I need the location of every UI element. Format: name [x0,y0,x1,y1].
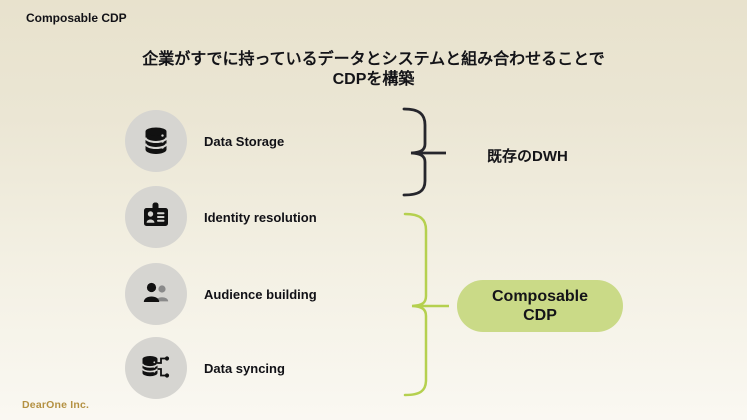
list-item-label: Audience building [204,286,317,302]
list-item-audience-building: Audience building [125,263,317,325]
list-item-data-syncing: Data syncing [125,337,285,399]
page-title: Composable CDP [26,11,127,25]
database-icon [144,127,168,154]
list-item-identity-resolution: Identity resolution [125,186,317,248]
list-item-data-storage: Data Storage [125,110,284,172]
list-item-label: Data syncing [204,360,285,376]
people-icon [143,282,169,302]
existing-dwh-label: 既存のDWH [487,148,568,165]
id-card-icon [144,202,168,226]
heading-line-2: CDPを構築 [332,71,415,88]
people-icon-circle [125,263,187,325]
pill-label-line-1: Composable [491,288,588,305]
data-sync-icon [141,356,170,378]
green-brace [403,212,449,397]
database-icon-circle [125,110,187,172]
list-item-label: Data Storage [204,133,285,149]
list-item-label: Identity resolution [204,209,317,225]
id-card-icon-circle [125,186,187,248]
heading-line-1: 企業がすでに持っているデータとシステムと組み合わせることで [142,51,605,68]
composable-cdp-pill: Composable CDP [457,280,623,332]
data-sync-icon-circle [125,337,187,399]
company-logo-text: DearOne Inc. [22,399,90,411]
pill-label-line-2: CDP [523,307,557,324]
black-brace [402,107,446,197]
main-heading: 企業がすでに持っているデータとシステムと組み合わせることで CDPを構築 [0,50,747,90]
